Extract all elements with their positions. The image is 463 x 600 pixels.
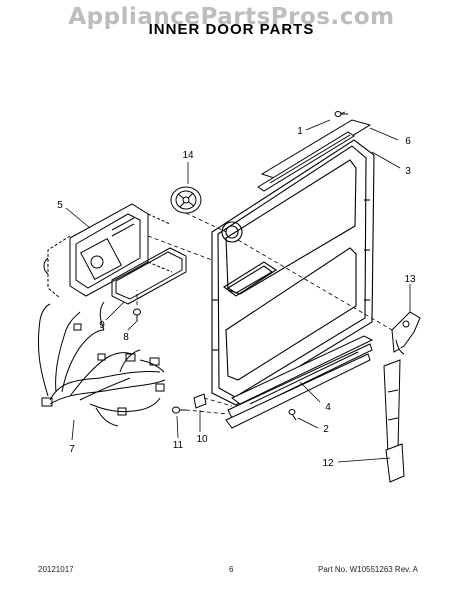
callout-labels: 1 2 3 4 5 6 7 8 9 10 11 12 13 14 — [57, 126, 416, 469]
clip-10 — [193, 393, 207, 409]
callout-5: 5 — [57, 200, 63, 211]
page-title: INNER DOOR PARTS — [148, 21, 315, 38]
callout-13: 13 — [404, 274, 416, 285]
callout-7: 7 — [69, 444, 75, 455]
top-trim-strip — [257, 119, 372, 192]
callout-2: 2 — [323, 424, 329, 435]
watermark: AppliancePartsPros.com — [68, 4, 395, 30]
wire-harness — [37, 301, 166, 427]
screw-1 — [334, 111, 348, 117]
callout-11: 11 — [173, 440, 184, 451]
dispenser-gasket — [111, 247, 187, 305]
callout-10: 10 — [196, 434, 208, 445]
hinge-bracket — [391, 311, 421, 355]
callout-4: 4 — [325, 402, 331, 413]
callout-3: 3 — [405, 166, 411, 177]
footer-date: 20121017 — [38, 565, 74, 574]
leader-lines — [65, 111, 411, 463]
vent-rail — [225, 335, 374, 429]
callout-1: 1 — [297, 126, 303, 137]
callout-6: 6 — [405, 136, 411, 147]
footer-page-number: 6 — [229, 565, 234, 574]
vent-assembly — [170, 186, 202, 214]
callout-9: 9 — [99, 320, 105, 331]
dispenser-assembly — [43, 203, 173, 299]
callout-8: 8 — [123, 332, 129, 343]
footer-part-number: Part No. W10551263 Rev. A — [318, 565, 418, 574]
door-arm — [383, 359, 405, 483]
inner-door-panel — [211, 139, 375, 406]
projection-lines — [136, 212, 393, 415]
callout-12: 12 — [322, 458, 334, 469]
callout-14: 14 — [182, 150, 194, 161]
screw-11 — [172, 406, 186, 414]
screw-2 — [288, 409, 297, 421]
screw-8 — [133, 308, 141, 322]
